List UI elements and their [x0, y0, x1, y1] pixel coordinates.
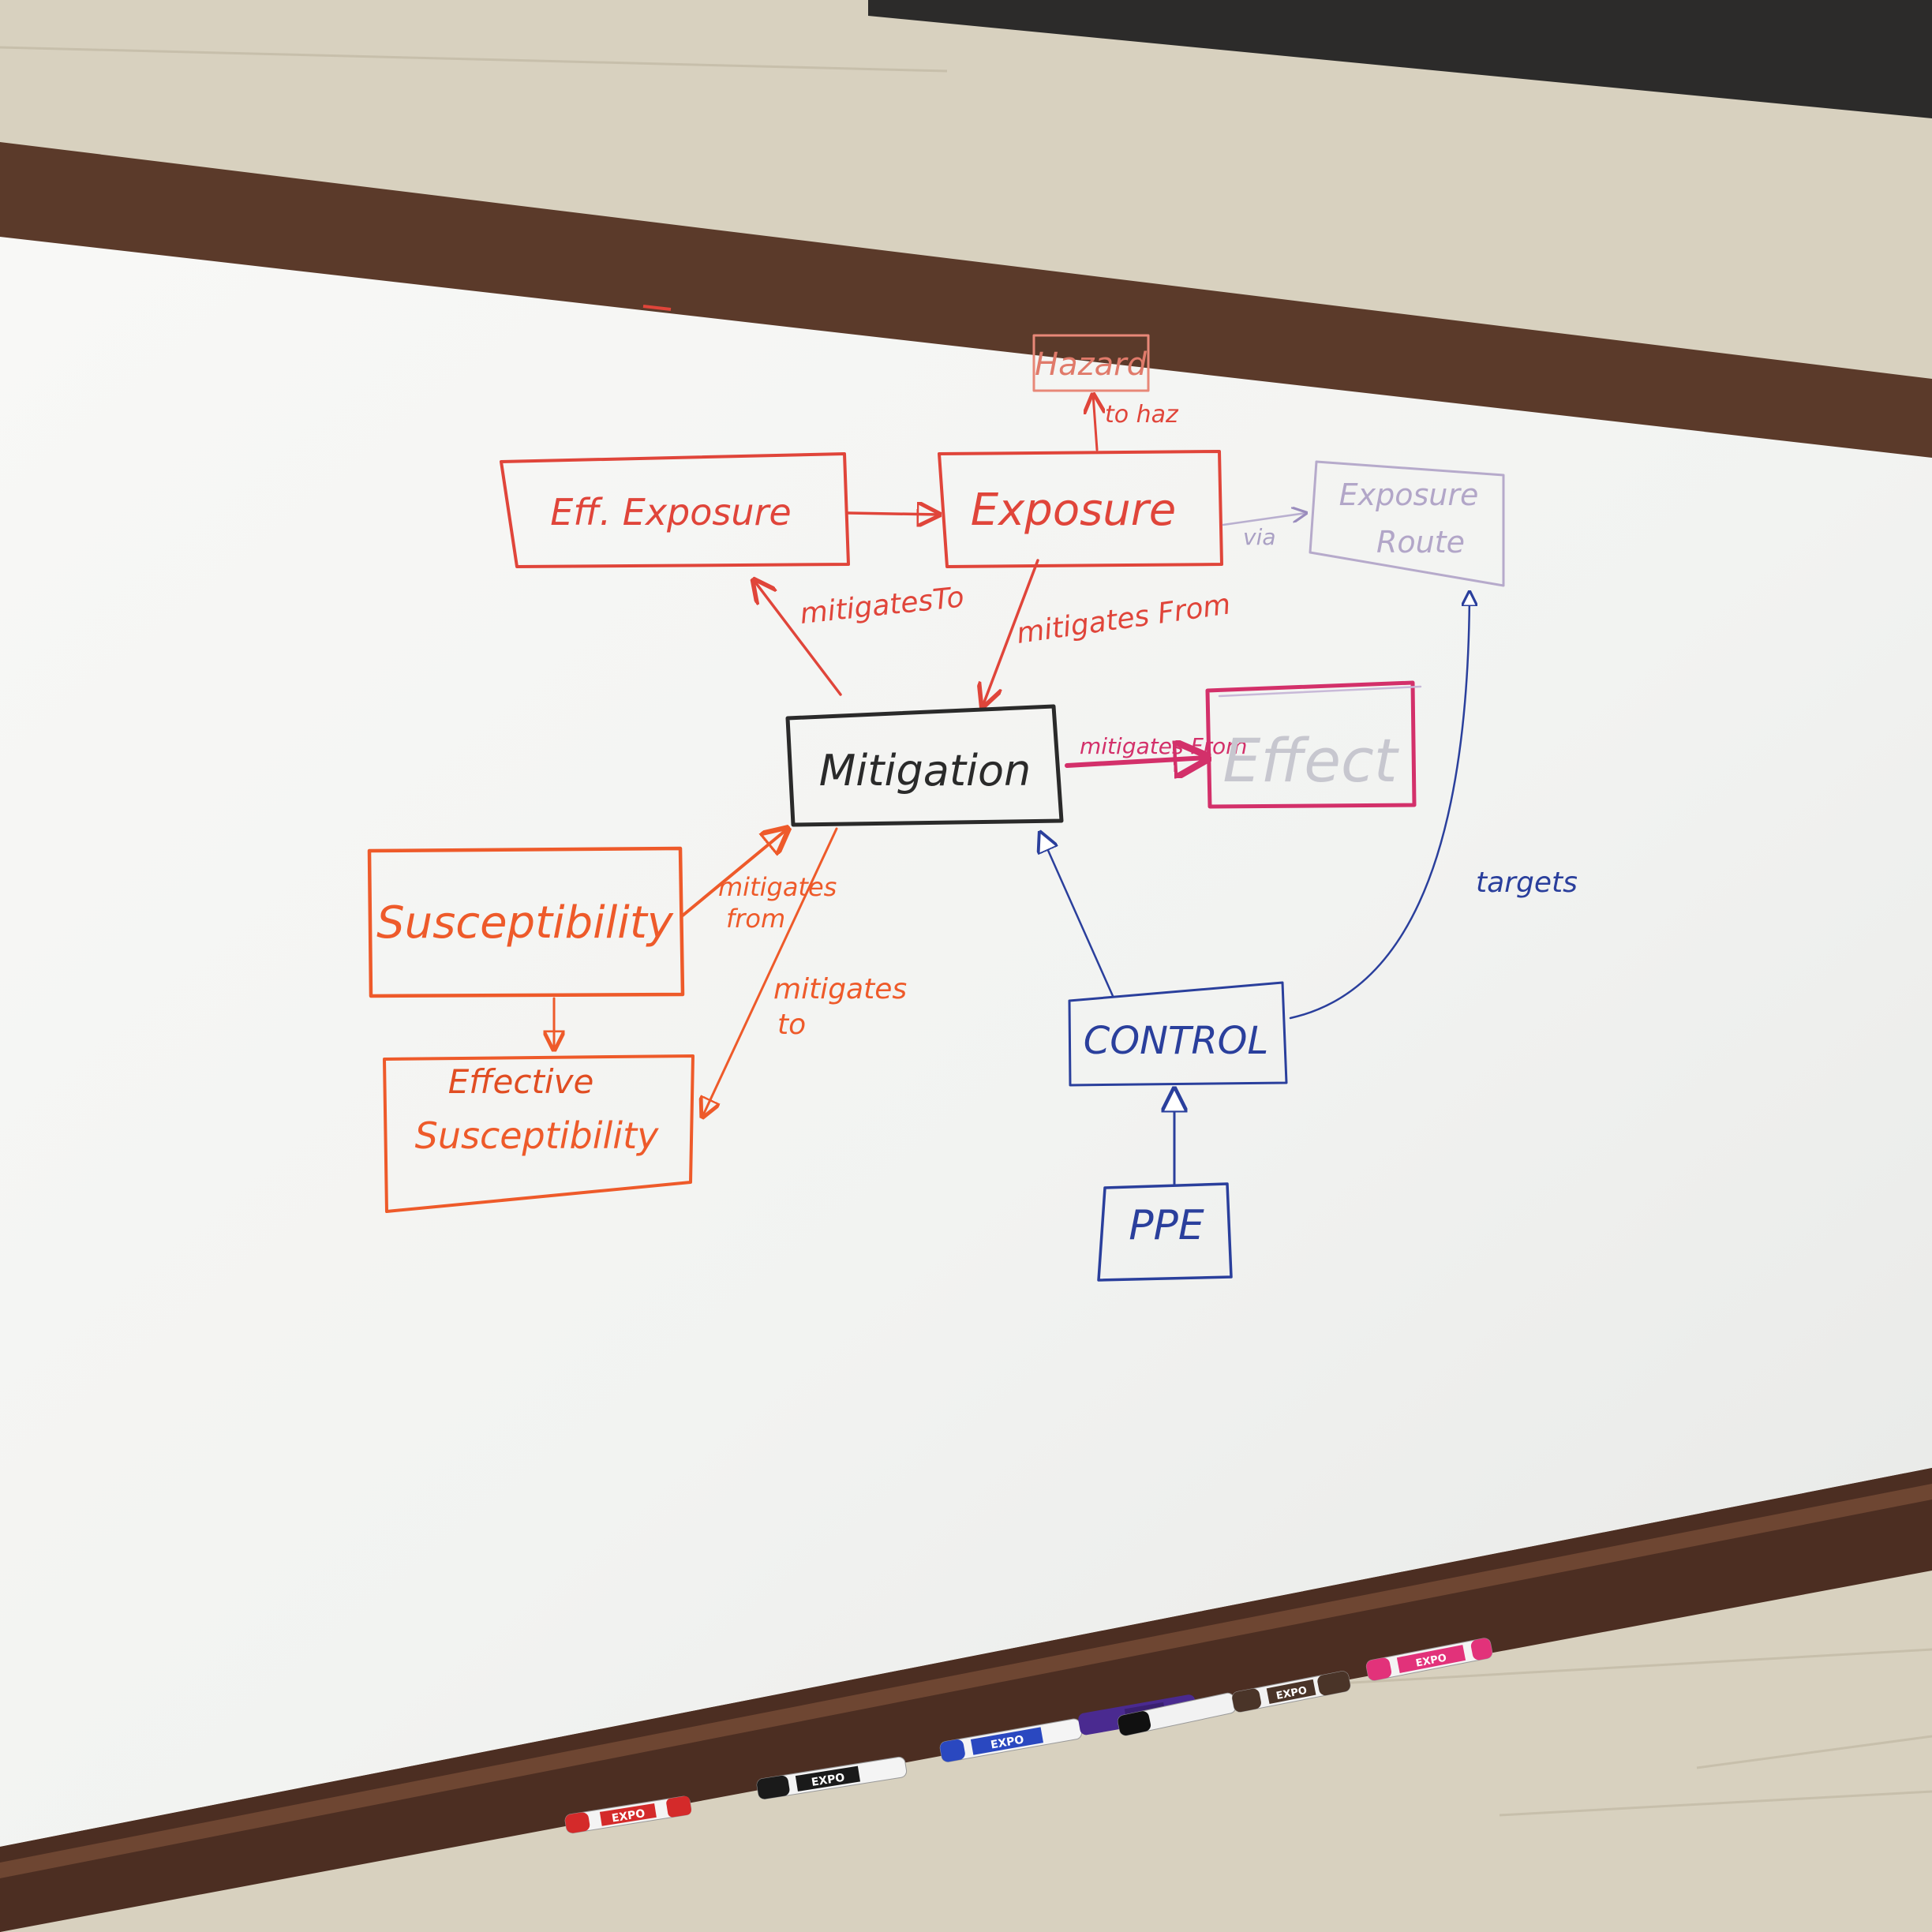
mitigates-from-susc-label-line2: from	[726, 904, 785, 934]
marker-brown[interactable]: EXPO	[1231, 1670, 1351, 1713]
exposure-route-label-line1: Exposure	[1339, 477, 1479, 512]
to-haz-label: to haz	[1105, 401, 1179, 429]
susceptibility-label: Susceptibility	[376, 897, 674, 949]
eff-exposure-to-exposure-arrow	[847, 513, 939, 515]
targets-arrow	[1289, 592, 1470, 1020]
mitigates-to-susc-label-line1: mitigates	[773, 973, 907, 1005]
mitigates-from-susc-label-line1: mitigates	[718, 872, 837, 902]
marker-black-label: EXPO	[811, 1771, 846, 1788]
marker-blue[interactable]: EXPO	[939, 1718, 1083, 1763]
marker-black[interactable]: EXPO	[756, 1756, 908, 1800]
mitigates-to-exposure-arrow	[754, 580, 842, 696]
hazard-box	[1032, 334, 1150, 392]
upper-frame	[868, 0, 1932, 118]
mitigates-to-susceptibility-arrow	[702, 827, 838, 1117]
hazard-label: Hazard	[1035, 346, 1148, 383]
control-label: CONTROL	[1084, 1019, 1268, 1063]
mitigates-from-effect-arrow	[1065, 758, 1208, 766]
stray-mark	[642, 305, 672, 311]
exposure-route-label-line2: Route	[1376, 525, 1465, 560]
effect-box-shadow-line	[1218, 685, 1422, 698]
ppe-label: PPE	[1129, 1202, 1204, 1249]
marker-brown-label: EXPO	[1275, 1685, 1309, 1702]
to-haz-arrow	[1093, 395, 1097, 451]
marker-tray-lip	[0, 1484, 1932, 1878]
marker-blue-label: EXPO	[990, 1733, 1025, 1751]
exposure-box	[938, 450, 1223, 568]
effective-susc-label-line2: Susceptibility	[415, 1114, 660, 1157]
exposure-route-box	[1309, 460, 1505, 587]
mitigates-from-susceptibility-arrow	[681, 829, 788, 917]
marker-red-label: EXPO	[611, 1807, 646, 1825]
eff-exposure-label: Eff. Exposure	[550, 491, 791, 534]
marker-pink[interactable]: EXPO	[1365, 1637, 1493, 1681]
markers: EXPO EXPO EXPO EXPO	[564, 1637, 1493, 1834]
mitigation-box	[785, 704, 1064, 827]
via-arrow	[1222, 513, 1306, 526]
mitigates-to-susc-label-line2: to	[777, 1009, 806, 1041]
targets-label: targets	[1476, 867, 1578, 899]
marker-black-2[interactable]	[1117, 1692, 1237, 1737]
effect-box	[1205, 680, 1417, 809]
effective-susc-label-line1: Effective	[448, 1062, 594, 1101]
ppe-box	[1097, 1182, 1233, 1282]
control-box	[1068, 981, 1288, 1087]
mitigates-from-effect-label: mitigates From	[1080, 733, 1247, 759]
board-surface	[0, 237, 1932, 1847]
exposure-label: Exposure	[971, 485, 1176, 536]
marker-pink-label: EXPO	[1415, 1652, 1448, 1669]
susceptibility-box	[367, 846, 685, 998]
via-label: via	[1243, 524, 1276, 550]
effective-susceptibility-box	[383, 1054, 695, 1213]
control-to-mitigation-arrow	[1040, 833, 1114, 998]
effect-label: Effect	[1222, 725, 1399, 796]
mitigation-label: Mitigation	[819, 746, 1032, 796]
mitigates-from-exposure-arrow	[983, 559, 1039, 706]
eff-exposure-box	[500, 452, 850, 568]
marker-red[interactable]: EXPO	[564, 1795, 692, 1834]
